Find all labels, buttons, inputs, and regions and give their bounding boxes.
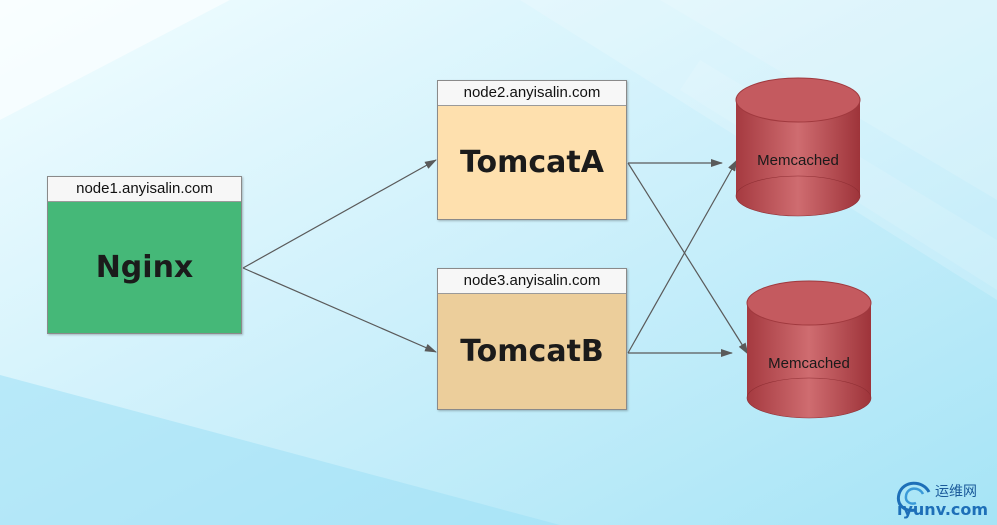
site-watermark: 运维网 iyunv.com: [893, 478, 997, 525]
logo-text-bottom: iyunv.com: [897, 500, 989, 519]
swirl-logo-icon: [896, 481, 931, 512]
arrow-tomcat-a-to-memcached-2: [627, 162, 749, 355]
tomcat-a-body: TomcatA: [438, 106, 626, 219]
nginx-node: node1.anyisalin.com Nginx: [47, 176, 242, 334]
nginx-host-label: node1.anyisalin.com: [48, 177, 241, 202]
arrow-tomcat-b-to-memcached-1: [627, 159, 738, 354]
nginx-body: Nginx: [48, 202, 241, 333]
memcached-1-label: Memcached: [757, 152, 839, 169]
memcached-cylinder-2: Memcached: [746, 280, 872, 419]
tomcat-a-node: node2.anyisalin.com TomcatA: [437, 80, 627, 220]
memcached-cylinder-1: Memcached: [735, 77, 861, 217]
arrow-nginx-to-tomcat-b: [242, 267, 437, 353]
memcached-2-label: Memcached: [768, 355, 850, 372]
tomcat-b-host-label: node3.anyisalin.com: [438, 269, 626, 294]
arrow-nginx-to-tomcat-a: [242, 159, 437, 269]
tomcat-a-host-label: node2.anyisalin.com: [438, 81, 626, 106]
connector-arrows: [242, 159, 749, 357]
logo-text-top: 运维网: [935, 484, 977, 500]
tomcat-b-body: TomcatB: [438, 294, 626, 409]
tomcat-b-node: node3.anyisalin.com TomcatB: [437, 268, 627, 410]
